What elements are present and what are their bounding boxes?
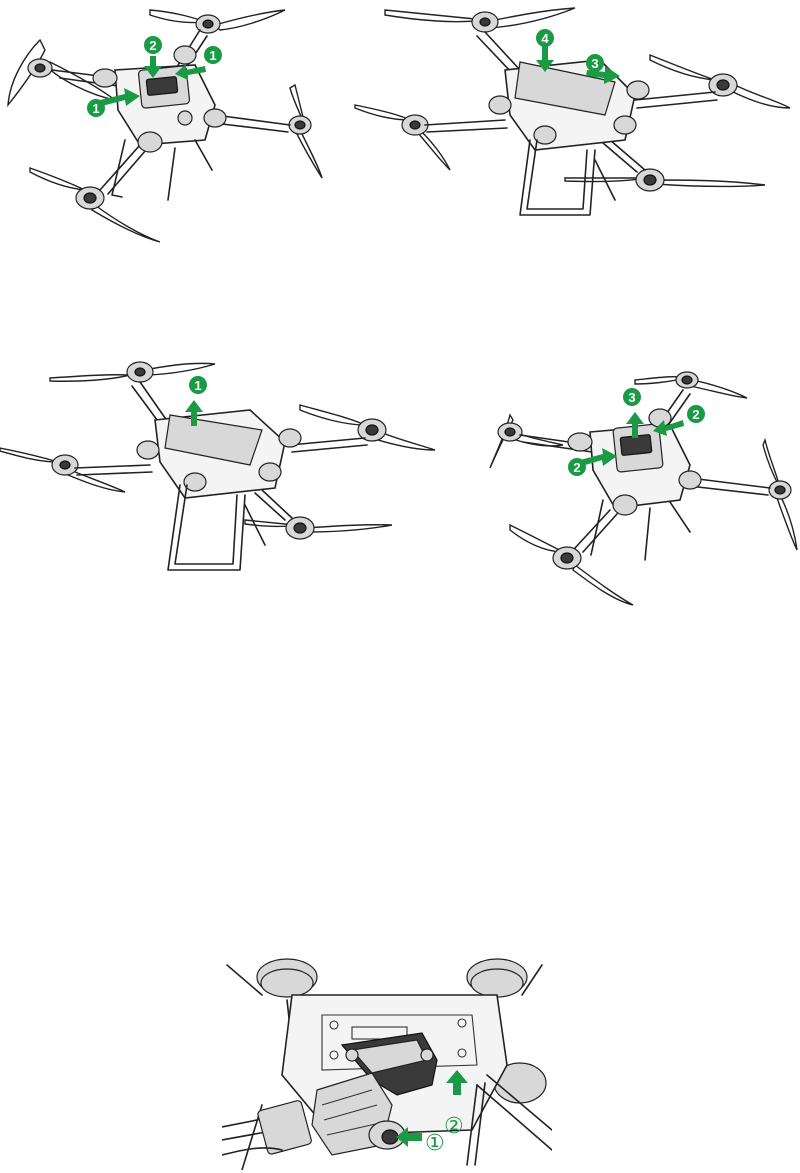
svg-text:2: 2 [149,38,156,53]
step-marker: 2 [687,405,705,423]
propeller-icon [355,105,450,170]
drone-diagram-a: 1 2 1 [0,0,330,250]
svg-text:2: 2 [573,460,580,475]
svg-text:4: 4 [541,31,549,46]
propeller-icon [635,372,747,398]
propeller-icon [50,362,215,382]
figure-battery-step-a: 1 2 1 [0,0,330,250]
drone-diagram-d: 3 2 2 [485,360,800,610]
svg-text:1: 1 [194,378,201,393]
drone-diagram-b: 4 3 [345,0,800,250]
gimbal-diagram: ② ① [222,955,552,1170]
step-marker: 3 [586,54,604,72]
step-marker: ① [425,1131,445,1156]
propeller-icon [245,517,392,539]
step-marker: ② [444,1114,464,1139]
drone-diagram-c: 1 [0,350,440,600]
propeller-icon [300,405,435,450]
svg-text:2: 2 [692,407,699,422]
svg-text:3: 3 [591,56,598,71]
figure-battery-step-c: 1 [0,350,440,600]
step-marker: 3 [623,388,641,406]
propeller-icon [565,169,765,191]
svg-text:3: 3 [628,390,635,405]
propeller-icon [289,85,322,178]
svg-text:1: 1 [92,101,99,116]
propeller-icon [150,10,285,33]
step-marker: 1 [204,46,222,64]
figure-battery-step-d: 3 2 2 [485,360,800,610]
propeller-icon [0,448,125,492]
propeller-icon [490,415,563,468]
step-marker: 2 [568,458,586,476]
step-marker: 1 [189,376,207,394]
step-marker: 1 [87,99,105,117]
step-marker: 2 [144,36,162,54]
propeller-icon [30,168,160,242]
step-marker: 4 [536,29,554,47]
propeller-icon [510,525,633,605]
propeller-icon [385,8,575,32]
figure-battery-step-b: 4 3 [345,0,800,250]
propeller-icon [650,55,790,108]
figure-gimbal-removal: ② ① [222,955,552,1170]
svg-text:1: 1 [209,48,216,63]
